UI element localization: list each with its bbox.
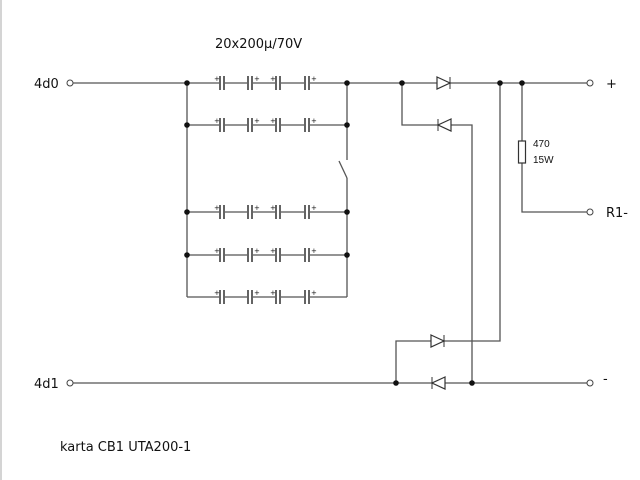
junction-nodes (184, 80, 525, 386)
junction-dot (344, 209, 350, 215)
capacitor: + (247, 204, 260, 219)
junction-dot (399, 80, 405, 86)
diode-top-forward (436, 76, 452, 90)
terminal-4d1[interactable] (66, 379, 74, 387)
polarity-mark: + (270, 117, 276, 125)
polarity-mark: + (254, 247, 260, 255)
junction-dot (184, 209, 190, 215)
polarity-mark: + (270, 204, 276, 212)
polarity-mark: + (254, 289, 260, 297)
polarity-mark: + (214, 289, 220, 297)
switch (338, 160, 348, 179)
capacitor: + (304, 117, 317, 132)
junction-dot (344, 122, 350, 128)
diode-bottom-reverse (430, 376, 446, 390)
capacitor: + (304, 75, 317, 90)
polarity-mark: + (270, 289, 276, 297)
capacitor: + (214, 247, 225, 262)
capacitor: + (214, 117, 225, 132)
polarity-mark: + (311, 117, 317, 125)
capacitor-rows: + + + + + + + + + + + + + + + + + + + + (187, 75, 347, 304)
capacitor: + (270, 75, 281, 90)
capacitor: + (270, 204, 281, 219)
diode-bottom-forward (430, 334, 446, 348)
resistor-value: 470 (533, 139, 550, 150)
polarity-mark: + (214, 247, 220, 255)
junction-dot (184, 252, 190, 258)
capacitor: + (270, 289, 281, 304)
terminal-label-minus: - (603, 372, 608, 387)
wires (73, 82, 587, 384)
polarity-mark: + (311, 289, 317, 297)
polarity-mark: + (214, 204, 220, 212)
capacitor: + (214, 204, 225, 219)
capacitor: + (304, 204, 317, 219)
polarity-mark: + (254, 117, 260, 125)
junction-dot (393, 380, 399, 386)
terminal-r1[interactable] (586, 208, 594, 216)
capacitor: + (247, 289, 260, 304)
diode-top-reverse (436, 118, 452, 132)
polarity-mark: + (254, 204, 260, 212)
capacitor: + (270, 247, 281, 262)
polarity-mark: + (254, 75, 260, 83)
capacitor: + (304, 289, 317, 304)
terminal-label-r1: R1- (606, 206, 628, 221)
terminal-label-4d1: 4d1 (34, 377, 59, 392)
junction-dot (519, 80, 525, 86)
junction-dot (497, 80, 503, 86)
polarity-mark: + (311, 204, 317, 212)
capacitor: + (214, 289, 225, 304)
capacitor: + (247, 75, 260, 90)
capacitor-bank-label: 20x200μ/70V (215, 37, 302, 52)
terminal-4d0[interactable] (66, 79, 74, 87)
junction-dot (469, 380, 475, 386)
terminal-plus[interactable] (586, 79, 594, 87)
resistor (517, 140, 527, 164)
terminal-label-plus: + (606, 77, 617, 92)
junction-dot (184, 122, 190, 128)
terminal-label-4d0: 4d0 (34, 77, 59, 92)
capacitor: + (214, 75, 225, 90)
junction-dot (184, 80, 190, 86)
polarity-mark: + (214, 75, 220, 83)
polarity-mark: + (311, 75, 317, 83)
polarity-mark: + (214, 117, 220, 125)
footer-label: karta CB1 UTA200-1 (60, 440, 191, 455)
polarity-mark: + (270, 75, 276, 83)
capacitor: + (270, 117, 281, 132)
capacitor: + (247, 117, 260, 132)
junction-dot (344, 80, 350, 86)
junction-dot (344, 252, 350, 258)
terminal-minus[interactable] (586, 379, 594, 387)
polarity-mark: + (270, 247, 276, 255)
resistor-power: 15W (533, 155, 554, 166)
capacitor: + (304, 247, 317, 262)
polarity-mark: + (311, 247, 317, 255)
capacitor: + (247, 247, 260, 262)
